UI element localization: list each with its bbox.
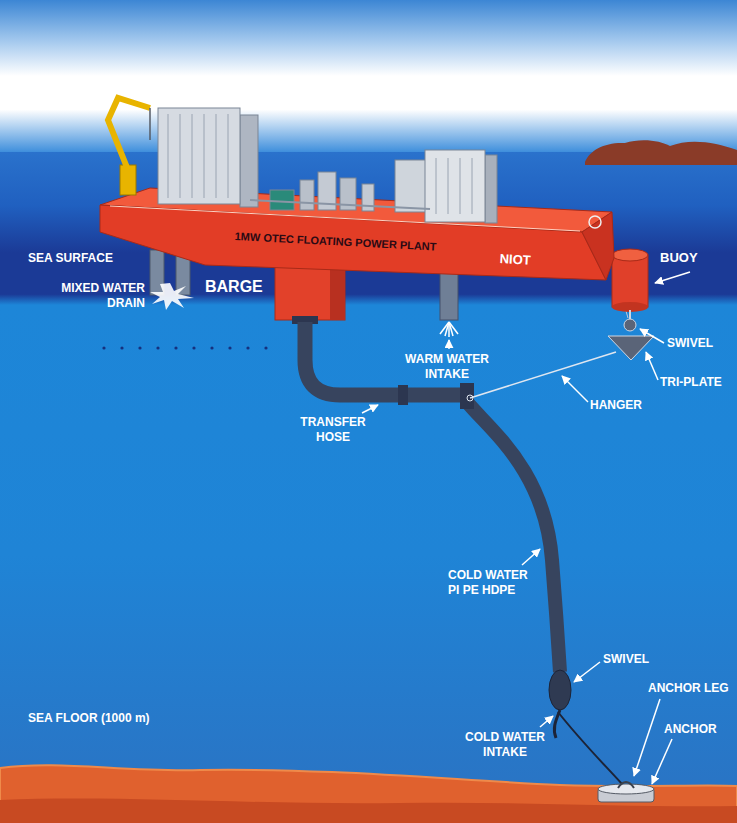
part-label: WARM WATER INTAKE	[397, 352, 497, 382]
part-label: SEA SURFACE	[28, 251, 113, 266]
part-label: BUOY	[660, 250, 698, 266]
part-label: SWIVEL	[603, 652, 649, 667]
dotted-line	[102, 346, 267, 349]
part-label: TRI-PLATE	[660, 375, 722, 390]
deck-equipment	[425, 150, 485, 222]
rocks	[585, 140, 737, 165]
barge-outline	[95, 90, 620, 285]
building-stripe	[460, 158, 461, 214]
building-stripe	[472, 158, 473, 214]
part-label: ANCHOR	[664, 722, 717, 737]
leader-arrows	[362, 272, 690, 784]
deck-equipment	[300, 180, 314, 210]
deck-equipment	[485, 155, 497, 223]
part-label: SEA FLOOR (1000 m)	[28, 711, 150, 726]
owner-mark: NIOT	[499, 252, 531, 268]
barge-hull: 1MW OTEC FLOATING POWER PLANTNIOT	[95, 90, 620, 285]
crane-boom	[108, 98, 150, 170]
part-label: COLD WATER INTAKE	[459, 730, 551, 760]
hull-face	[100, 205, 606, 280]
part-label: HANGER	[590, 398, 642, 413]
part-label: BARGE	[205, 277, 263, 296]
pipe-rack	[250, 200, 430, 209]
bow-ring	[589, 216, 601, 228]
building-stripe	[168, 114, 169, 198]
barge-drawing	[100, 98, 614, 280]
deck-equipment	[158, 108, 240, 204]
part-label: TRANSFER HOSE	[293, 415, 373, 445]
deck-equipment	[240, 115, 258, 207]
part-label: ANCHOR LEG	[648, 681, 729, 696]
building-stripe	[448, 158, 449, 214]
building-stripe	[180, 114, 181, 198]
part-label: COLD WATER PI PE HDPE	[448, 568, 536, 598]
building-stripe	[192, 114, 193, 198]
crane-hook	[149, 108, 151, 140]
part-label: MIXED WATER DRAIN	[45, 281, 145, 311]
sea-floor	[0, 765, 737, 823]
building-stripe	[216, 114, 217, 198]
anchor	[598, 782, 654, 802]
part-label: SWIVEL	[667, 336, 713, 351]
building-stripe	[228, 114, 229, 198]
sea	[0, 152, 737, 823]
building-stripe	[204, 114, 205, 198]
hull-face	[582, 212, 614, 280]
building-stripe	[436, 158, 437, 214]
deck-equipment	[270, 190, 294, 210]
